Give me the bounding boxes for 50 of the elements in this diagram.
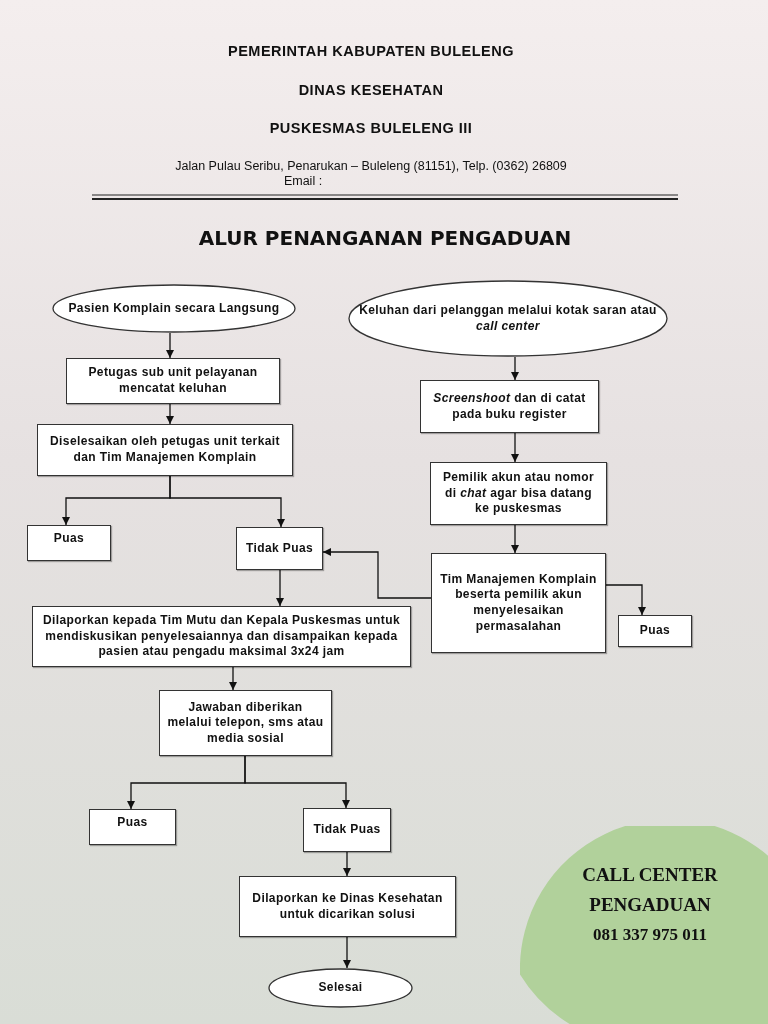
step-text: Puas — [638, 623, 672, 639]
arrow — [343, 936, 351, 969]
step-text: Pasien Komplain secara Langsung — [67, 300, 281, 317]
step-text: Tidak Puas — [244, 540, 315, 557]
arrow — [511, 356, 519, 381]
title: ALUR PENANGANAN PENGADUAN — [198, 226, 572, 250]
arrow — [166, 403, 174, 425]
step-text: Selesai — [317, 980, 364, 996]
step-text: Jawaban diberikan melalui telepon, sms atau media sosial — [166, 699, 325, 747]
process-box — [37, 424, 293, 476]
process-box — [32, 606, 411, 667]
call-center-heading: CALL CENTER PENGADUAN — [581, 863, 719, 918]
process-box — [66, 358, 280, 404]
arrow — [229, 666, 237, 691]
step-text: Screenshoot dan di catat pada buku register — [432, 390, 587, 423]
arrow — [322, 548, 432, 599]
arrow — [244, 755, 350, 809]
arrow — [276, 569, 284, 607]
process-box — [236, 527, 323, 570]
arrow — [605, 584, 646, 616]
arrow — [343, 851, 351, 877]
arrow — [166, 332, 174, 359]
step-text: Dilaporkan ke Dinas Kesehatan untuk dicarikan solusi — [251, 890, 444, 923]
header-text: PUSKESMAS BULELENG III — [269, 120, 473, 136]
arrow — [511, 432, 519, 463]
step-text: Keluhan dari pelanggan melalui kotak saran atau call center — [358, 302, 658, 335]
arrow — [169, 475, 285, 528]
process-box — [303, 808, 391, 852]
header-text: DINAS KESEHATAN — [298, 82, 444, 98]
phone-number: 081 337 975 011 — [593, 923, 707, 946]
process-box — [430, 462, 607, 525]
step-text: Puas — [52, 531, 86, 547]
process-box — [618, 615, 692, 647]
address-text: Jalan Pulau Seribu, Penarukan – Buleleng (81151), Telp. (0362) 26809 — [175, 159, 567, 173]
step-text: Puas — [116, 815, 149, 831]
header-text: PEMERINTAH KABUPATEN BULELENG — [228, 43, 514, 59]
step-text: Pemilik akun atau nomor di chat agar bisa datang ke puskesmas — [441, 470, 596, 517]
email-label: Email : — [283, 174, 323, 188]
process-box — [159, 690, 332, 756]
step-text: Dilaporkan kepada Tim Mutu dan Kepala Puskesmas untuk mendiskusikan penyelesaiannya dan disampaikan kepada pasien atau pengadu maksimal 3x24 jam — [41, 613, 402, 660]
process-box — [420, 380, 599, 433]
step-text: Tim Manajemen Komplain beserta pemilik akun menyelesaikan permasalahan — [439, 571, 598, 635]
step-text: Petugas sub unit pelayanan mencatat keluhan — [87, 365, 259, 397]
process-box — [89, 809, 176, 845]
arrow — [511, 524, 519, 554]
step-text: Tidak Puas — [312, 822, 382, 838]
step-text: Diselesaikan oleh petugas unit terkait dan Tim Manajemen Komplain — [49, 434, 281, 466]
process-box — [27, 525, 111, 561]
process-box — [239, 876, 456, 937]
process-box — [431, 553, 606, 653]
